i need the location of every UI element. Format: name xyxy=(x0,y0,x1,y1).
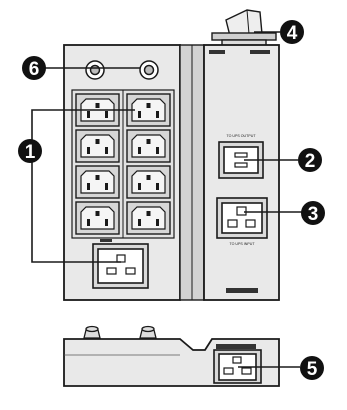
outlet-pin xyxy=(146,211,151,216)
c13-outlet-grid xyxy=(75,93,171,235)
outlet-pin xyxy=(146,175,151,180)
c13-outlet xyxy=(75,201,120,235)
outlet-pin xyxy=(87,219,90,226)
c13-outlet xyxy=(126,201,171,235)
ups-input-socket xyxy=(216,197,268,239)
outlet-pin xyxy=(138,111,141,118)
callout-6-number: 6 xyxy=(29,59,40,80)
outlet-pin xyxy=(95,175,100,180)
right-panel-plate xyxy=(226,288,258,293)
outlet-pin xyxy=(156,219,159,226)
outlet-pin xyxy=(87,147,90,154)
outlet-pin xyxy=(95,103,100,108)
outlet-pin xyxy=(138,147,141,154)
callout-5: 5 xyxy=(300,356,324,380)
breaker-left xyxy=(85,60,105,80)
callout-2: 2 xyxy=(298,148,322,172)
c13-outlet xyxy=(75,165,120,199)
leader-1b xyxy=(31,162,121,263)
callout-1-number: 1 xyxy=(25,142,36,163)
callout-4-number: 4 xyxy=(287,23,298,44)
outlet-pin xyxy=(87,111,90,118)
outlet-pin xyxy=(156,147,159,154)
outlet-pin xyxy=(105,111,108,118)
outlet-pin xyxy=(146,103,151,108)
leader-lines xyxy=(31,31,302,368)
callout-3: 3 xyxy=(301,201,325,225)
callout-4: 4 xyxy=(280,20,304,44)
base-plate xyxy=(216,344,256,349)
outlet-pin xyxy=(156,111,159,118)
callout-5-number: 5 xyxy=(307,359,318,380)
outlet-pin xyxy=(138,219,141,226)
outlet-pin xyxy=(95,139,100,144)
ups-input-label: TO UPS INPUT xyxy=(229,242,255,246)
ups-output-label: TO UPS OUTPUT xyxy=(226,134,256,138)
c19-input-socket xyxy=(92,243,149,289)
outlet-pin xyxy=(146,139,151,144)
leader-1c xyxy=(31,109,48,140)
callout-6: 6 xyxy=(22,56,46,80)
c13-outlet xyxy=(126,165,171,199)
top-cable-clamp xyxy=(211,9,277,47)
c13-outlet xyxy=(126,129,171,163)
outlet-pin xyxy=(105,147,108,154)
c13-outlet xyxy=(75,129,120,163)
callout-2-number: 2 xyxy=(305,151,316,172)
outlet-pin xyxy=(138,183,141,190)
base-c19-socket xyxy=(213,349,262,384)
callout-3-number: 3 xyxy=(308,204,319,225)
breaker-right xyxy=(139,60,159,80)
outlet-pin xyxy=(105,183,108,190)
outlet-pin xyxy=(105,219,108,226)
outlet-pin xyxy=(95,211,100,216)
callout-1: 1 xyxy=(18,139,42,163)
outlet-pin xyxy=(87,183,90,190)
outlet-pin xyxy=(156,183,159,190)
